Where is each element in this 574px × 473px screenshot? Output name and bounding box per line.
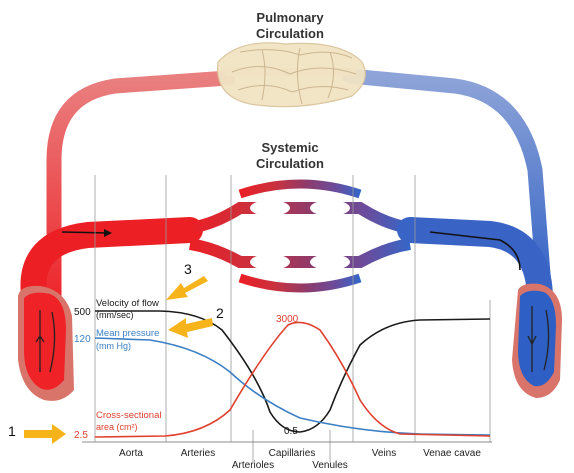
segment-label-arterioles: Arterioles [232,460,274,471]
area-label: Cross-sectional [96,410,161,421]
lung-capillary-bed [217,42,366,108]
callout-arrow-1: 1 [8,423,66,444]
pulmonary-title-line1: Pulmonary [256,10,324,25]
curve-labels: Velocity of flow (mm/sec) 500 Mean press… [74,298,299,441]
segment-label-venae-cavae: Venae cavae [423,448,481,459]
area-value: 2.5 [74,430,88,441]
curves [94,310,491,438]
segment-label-arteries: Arteries [181,448,215,459]
segment-label-veins: Veins [372,448,396,459]
pulmonary-loop [46,68,553,318]
callout-number-1: 1 [8,423,16,439]
cross-sectional-area-curve [94,321,491,438]
segment-label-venules: Venules [312,460,348,471]
callout-arrow-3: 3 [166,261,208,300]
right-heart [512,283,562,398]
pulmonary-title-line2: Circulation [256,26,324,41]
segment-dividers [82,175,492,462]
pressure-curve [94,337,491,436]
velocity-curve [95,310,491,433]
segment-labels: Aorta Arteries Arterioles Capillaries Ve… [119,448,481,471]
left-heart [18,285,74,401]
velocity-value: 500 [74,307,91,318]
pressure-label: Mean pressure [96,328,159,339]
pressure-value: 120 [74,334,91,345]
area-peak-value: 3000 [276,314,299,325]
titles: Pulmonary Circulation Systemic Circulati… [256,10,324,171]
velocity-label: Velocity of flow [96,298,159,309]
area-unit: area (cm²) [96,422,138,432]
systemic-vessels [20,179,553,313]
pressure-unit: (mm Hg) [96,341,131,351]
velocity-unit: (mm/sec) [96,310,134,320]
systemic-title-line1: Systemic [261,140,318,155]
segment-label-aorta: Aorta [119,448,143,459]
segment-label-capillaries: Capillaries [269,448,316,459]
callout-number-3: 3 [184,261,192,277]
callout-arrow-2: 2 [168,305,224,338]
callout-number-2: 2 [216,305,224,321]
systemic-title-line2: Circulation [256,156,324,171]
velocity-min-value: 0.5 [284,426,298,437]
